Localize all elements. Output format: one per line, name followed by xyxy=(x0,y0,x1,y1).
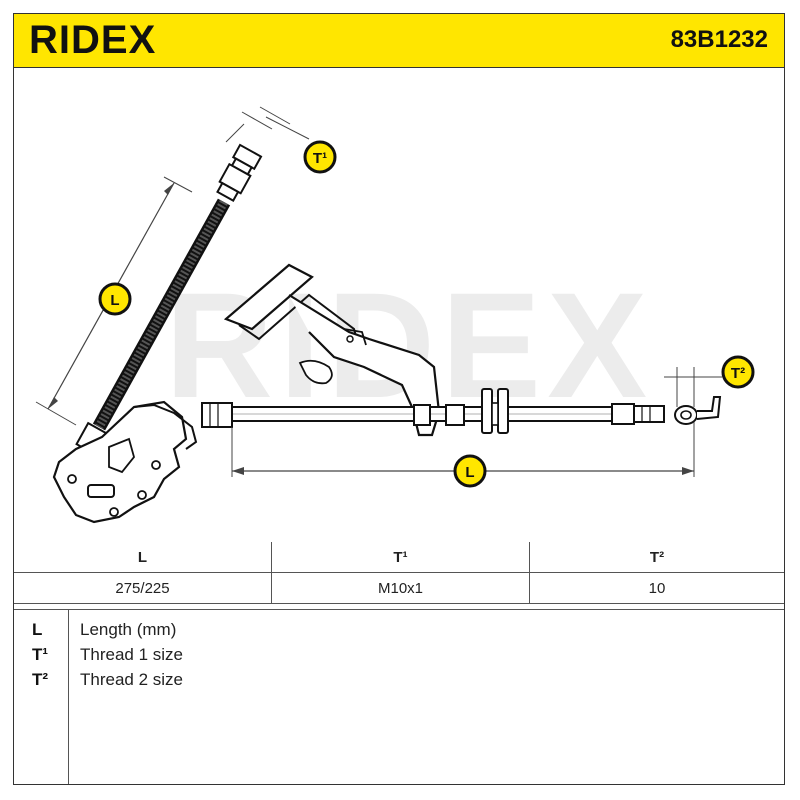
spec-header-thread1: T¹ xyxy=(271,542,530,573)
legend-item: T² Thread 2 size xyxy=(14,670,784,694)
spec-header-thread2: T² xyxy=(529,542,784,573)
t2-badge: T² xyxy=(721,355,755,389)
legend-divider xyxy=(68,610,69,784)
legend-symbol: L xyxy=(32,620,43,639)
l-bottom-badge-label: L xyxy=(465,464,474,481)
spec-header-length: L xyxy=(14,542,272,573)
legend-description: Thread 1 size xyxy=(80,645,183,664)
legend-description: Thread 2 size xyxy=(80,670,183,689)
t1-dimension xyxy=(225,106,310,143)
spec-value-thread2: 10 xyxy=(529,572,784,604)
spec-value-thread1: M10x1 xyxy=(271,572,530,604)
legend-description: Length (mm) xyxy=(80,620,177,639)
l-left-badge: L xyxy=(98,282,132,316)
watermark-text: RIDEX xyxy=(165,261,653,429)
legend-item: T¹ Thread 1 size xyxy=(14,645,784,669)
left-hose-top-fitting xyxy=(216,143,263,202)
l-bottom-badge: L xyxy=(453,454,487,488)
t2-dimension xyxy=(664,367,722,407)
legend: L Length (mm) T¹ Thread 1 size T² Thread… xyxy=(14,609,784,784)
t1-badge: T¹ xyxy=(303,140,337,174)
t2-badge-label: T² xyxy=(731,365,745,382)
t1-badge-label: T¹ xyxy=(313,150,327,167)
spec-table: L T¹ T² 275/225 M10x1 10 xyxy=(14,542,784,604)
brand-logo: RIDEX xyxy=(29,18,157,62)
technical-drawing: RIDEX xyxy=(35,106,755,524)
drawing-frame: RIDEX 83B1232 RIDEX xyxy=(13,13,785,785)
spec-table-header-row: L T¹ T² xyxy=(14,542,784,573)
right-brake-hose xyxy=(201,263,722,437)
part-number: 83B1232 xyxy=(670,26,768,53)
header-bar: RIDEX 83B1232 xyxy=(14,14,784,68)
l-left-badge-label: L xyxy=(110,292,119,309)
legend-symbol: T¹ xyxy=(32,645,49,664)
legend-item: L Length (mm) xyxy=(14,620,784,644)
spec-table-value-row: 275/225 M10x1 10 xyxy=(14,572,784,604)
legend-symbol: T² xyxy=(32,670,49,689)
left-brake-hose xyxy=(52,143,263,524)
spec-value-length: 275/225 xyxy=(14,572,272,604)
